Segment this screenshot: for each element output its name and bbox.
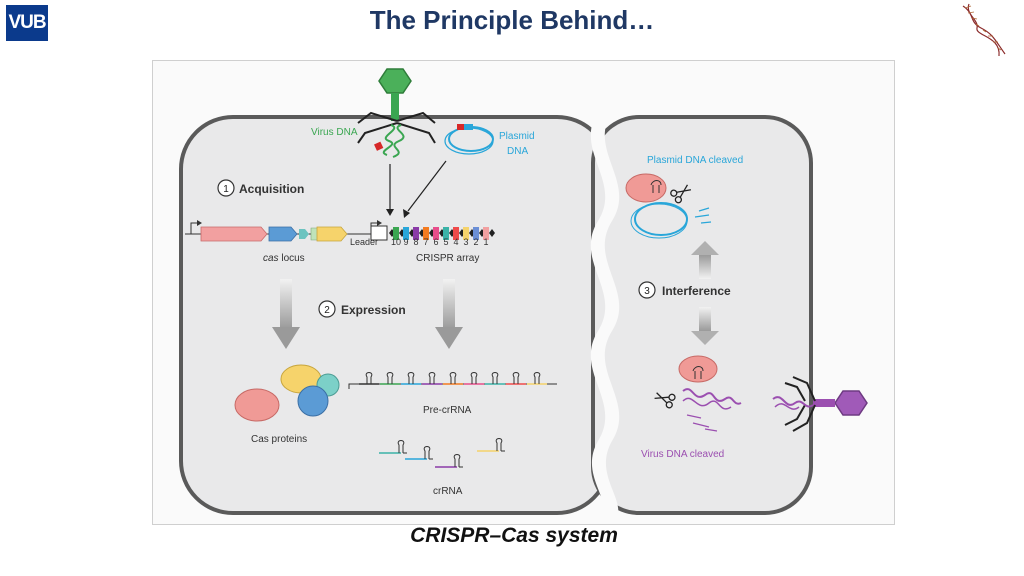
hairpin xyxy=(449,372,457,384)
array-number: 2 xyxy=(473,237,478,247)
interference-arrow-up xyxy=(691,241,719,279)
phage-icon xyxy=(357,68,436,158)
array-number: 3 xyxy=(463,237,468,247)
spacer-5 xyxy=(443,227,449,240)
expression-number: 2 xyxy=(324,305,330,316)
hairpin xyxy=(491,372,499,384)
array-number: 8 xyxy=(413,237,418,247)
spacer-4 xyxy=(453,227,459,240)
hairpin xyxy=(512,372,520,384)
array-number: 7 xyxy=(423,237,428,247)
spacer-8 xyxy=(413,227,419,240)
cas-locus-label: cas locus xyxy=(263,253,305,264)
crrna-hairpin xyxy=(397,440,405,453)
cas-proteins-label: Cas proteins xyxy=(251,434,307,445)
purple-phage-icon xyxy=(772,376,868,432)
virus-cleavage-icon xyxy=(678,355,742,432)
plasmid-arrow xyxy=(407,160,447,212)
plasmid-label-line2: DNA xyxy=(507,146,528,157)
spacer-6 xyxy=(433,227,439,240)
cas-proteins-icon xyxy=(234,364,340,422)
interference-arrow-down xyxy=(691,307,719,345)
array-number: 10 xyxy=(391,237,401,247)
acquisition-label: Acquisition xyxy=(239,182,304,196)
hairpin xyxy=(407,372,415,384)
expression-label: Expression xyxy=(341,303,406,317)
crrna xyxy=(379,438,505,468)
dna-helix-icon xyxy=(962,3,1006,57)
scissors-icon-bottom xyxy=(654,392,676,409)
crrna-hairpin xyxy=(453,454,461,467)
plasmid-icon xyxy=(444,124,494,155)
array-number: 4 xyxy=(453,237,458,247)
crrna-label: crRNA xyxy=(433,486,463,497)
expression-arrow-left xyxy=(272,279,300,349)
expression-arrow-right xyxy=(435,279,463,349)
spacer-3 xyxy=(463,227,469,240)
virus-cleaved-label: Virus DNA cleaved xyxy=(641,449,724,460)
plasmid-label-line1: Plasmid xyxy=(499,131,535,142)
hairpin xyxy=(470,372,478,384)
pre-crrna-label: Pre-crRNA xyxy=(423,405,472,416)
array-number: 6 xyxy=(433,237,438,247)
interference-number: 3 xyxy=(644,286,650,297)
crispr-diagram: Virus DNA Plasmid DNA 1 Acquisition cas … xyxy=(179,68,868,521)
crispr-figure: Virus DNA Plasmid DNA 1 Acquisition cas … xyxy=(152,60,895,525)
virus-dna-label: Virus DNA xyxy=(311,127,358,138)
spacer-10 xyxy=(393,227,399,240)
cell-break xyxy=(590,111,620,521)
hairpin xyxy=(365,372,373,384)
leader-label: Leader xyxy=(350,237,378,247)
crrna-hairpin xyxy=(495,438,503,451)
vub-logo: VUB xyxy=(6,5,48,41)
interference-label: Interference xyxy=(662,284,731,298)
cas-locus xyxy=(185,220,371,242)
slide-title: The Principle Behind… xyxy=(369,5,655,35)
spacer-2 xyxy=(473,227,479,240)
array-number: 9 xyxy=(403,237,408,247)
crispr-array-label: CRISPR array xyxy=(416,253,479,264)
hairpin xyxy=(428,372,436,384)
plasmid-cleavage-icon xyxy=(625,173,712,239)
scissors-icon-top xyxy=(670,184,692,204)
array-number: 5 xyxy=(443,237,448,247)
spacer-9 xyxy=(403,227,409,240)
spacer-1 xyxy=(483,227,489,240)
figure-caption: CRISPR–Cas system xyxy=(410,524,618,547)
logo-text: VUB xyxy=(8,12,46,33)
plasmid-cleaved-label: Plasmid DNA cleaved xyxy=(647,155,743,166)
array-number: 1 xyxy=(483,237,488,247)
spacer-7 xyxy=(423,227,429,240)
acquisition-number: 1 xyxy=(223,184,229,195)
hairpin xyxy=(386,372,394,384)
crrna-hairpin xyxy=(423,446,431,459)
crispr-array xyxy=(370,220,495,241)
pre-crrna xyxy=(348,372,557,389)
hairpin xyxy=(533,372,541,384)
